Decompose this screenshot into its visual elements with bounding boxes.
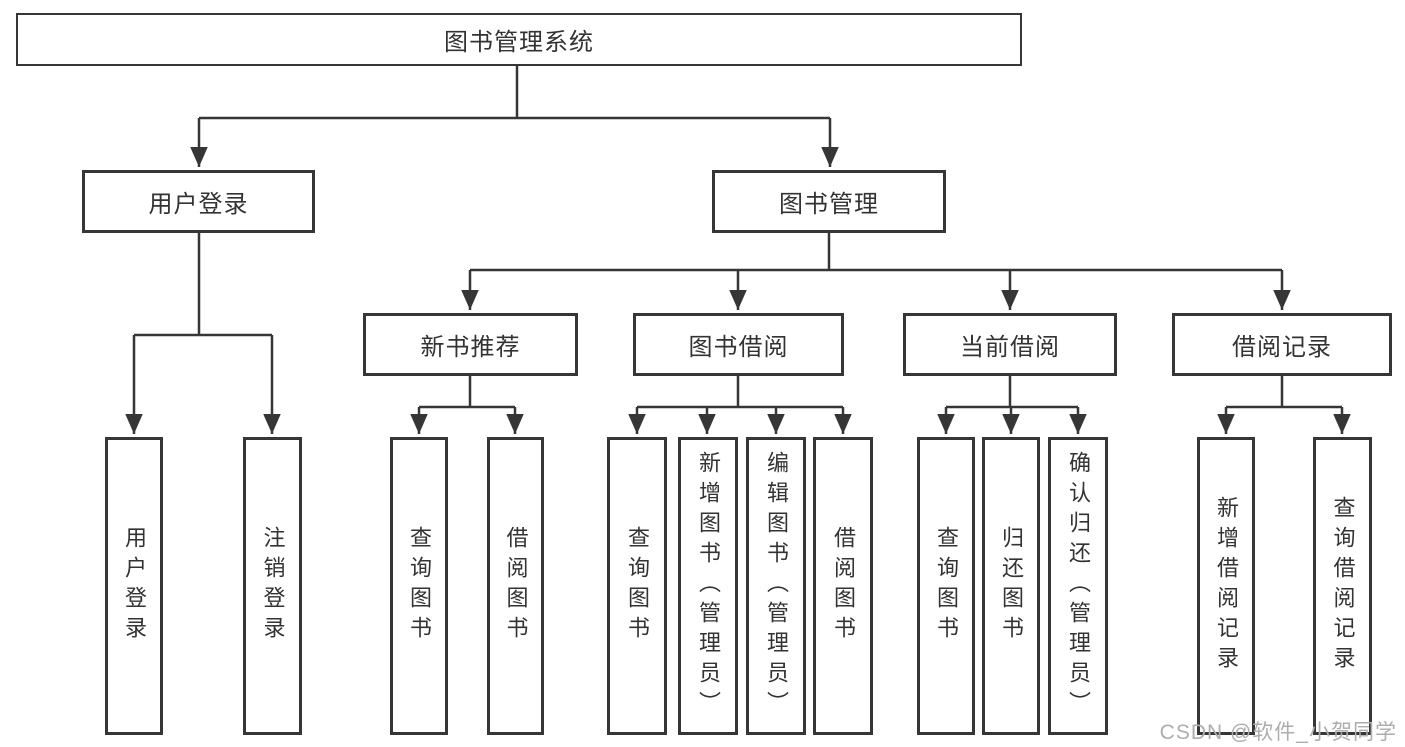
node-label: 确认归还（管理员） <box>1066 451 1091 721</box>
node-label: 注销登录 <box>260 526 286 646</box>
node-label: 图书管理系统 <box>444 29 594 56</box>
node-leaf-borrow-books-recommend: 借阅图书 <box>487 437 544 735</box>
watermark: CSDN @软件_小贺同学 <box>1159 721 1397 744</box>
node-leaf-add-borrow-record: 新增借阅记录 <box>1197 437 1255 735</box>
node-leaf-return-books: 归还图书 <box>982 437 1040 735</box>
node-label: 借阅图书 <box>503 526 529 646</box>
node-label: 归还图书 <box>999 526 1024 646</box>
node-new-book-recommendation: 新书推荐 <box>363 313 578 376</box>
node-label: 新增借阅记录 <box>1214 496 1239 676</box>
node-current-borrowing: 当前借阅 <box>903 313 1117 376</box>
node-label: 当前借阅 <box>960 334 1060 361</box>
node-label: 查询借阅记录 <box>1330 496 1356 676</box>
node-leaf-confirm-return-admin: 确认归还（管理员） <box>1048 437 1108 735</box>
node-leaf-query-books-recommend: 查询图书 <box>390 437 448 735</box>
node-label: 借阅图书 <box>831 526 856 646</box>
node-leaf-query-books-borrowing: 查询图书 <box>607 437 667 735</box>
node-label: 图书借阅 <box>688 334 789 361</box>
node-label: 查询图书 <box>625 526 650 646</box>
node-label: 新增图书（管理员） <box>696 451 721 721</box>
node-label: 编辑图书（管理员） <box>764 451 789 721</box>
node-borrowing-records: 借阅记录 <box>1172 313 1392 376</box>
node-label: 新书推荐 <box>420 334 521 361</box>
node-label: 图书管理 <box>779 191 879 218</box>
node-label: 查询图书 <box>934 526 959 646</box>
node-leaf-borrow-books-borrowing: 借阅图书 <box>813 437 873 735</box>
node-leaf-user-login: 用户登录 <box>105 437 163 735</box>
node-label: 用户登录 <box>148 191 249 218</box>
node-leaf-edit-book-admin: 编辑图书（管理员） <box>746 437 806 735</box>
node-leaf-query-books-current: 查询图书 <box>917 437 975 735</box>
node-leaf-add-book-admin: 新增图书（管理员） <box>678 437 738 735</box>
node-book-management: 图书管理 <box>712 170 946 233</box>
node-label: 借阅记录 <box>1232 334 1332 361</box>
node-label: 查询图书 <box>407 526 432 646</box>
node-leaf-logout: 注销登录 <box>243 437 302 735</box>
node-label: 用户登录 <box>122 526 147 646</box>
node-user-login: 用户登录 <box>82 170 315 233</box>
node-leaf-query-borrow-record: 查询借阅记录 <box>1313 437 1372 735</box>
node-book-management-system: 图书管理系统 <box>16 13 1022 66</box>
node-book-borrowing: 图书借阅 <box>633 313 844 376</box>
